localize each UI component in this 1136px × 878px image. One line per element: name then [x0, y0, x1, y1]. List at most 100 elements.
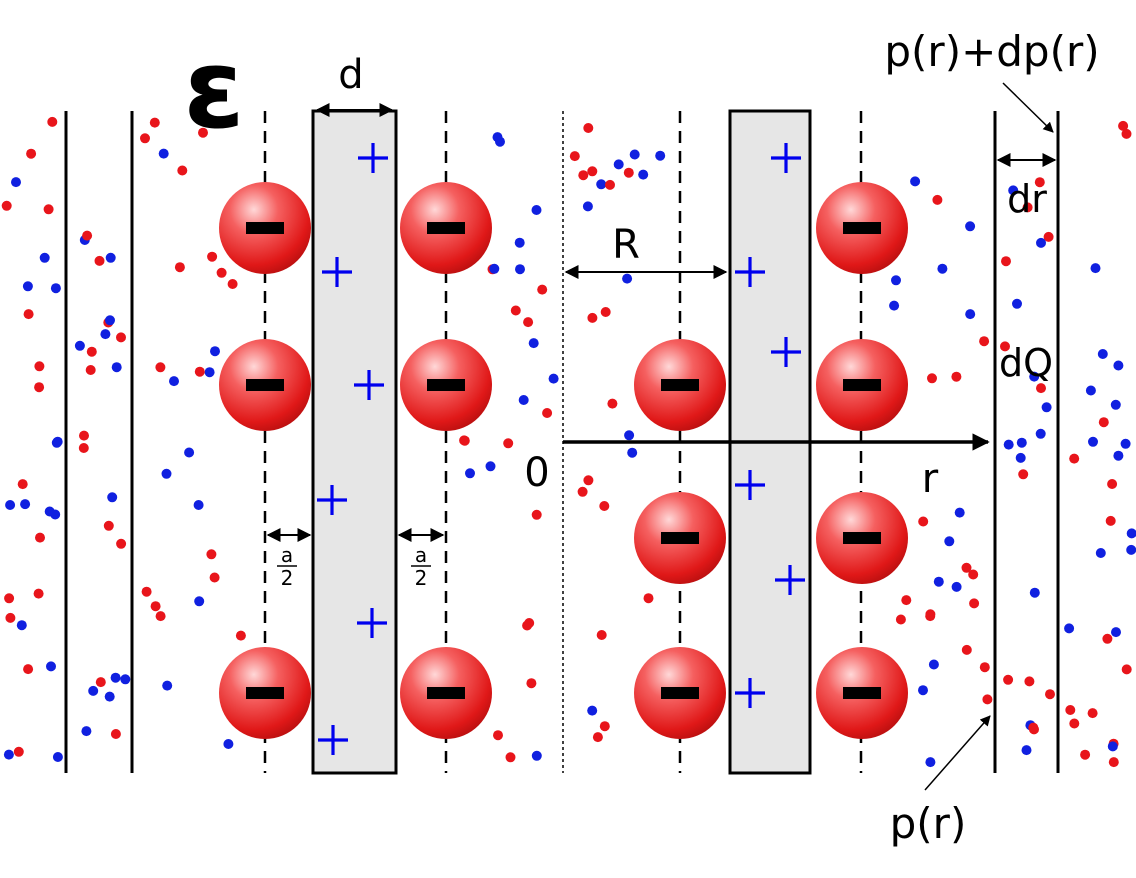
- anion-dot: [927, 373, 937, 384]
- adsorbed-anion: [219, 647, 311, 739]
- cation-dot: [169, 376, 179, 387]
- anion-dot: [43, 204, 54, 215]
- anion-dot: [459, 435, 470, 446]
- anion-dot: [235, 630, 246, 641]
- cation-dot: [162, 680, 173, 691]
- anion-dot: [1034, 177, 1045, 188]
- minus-sign: [427, 379, 465, 391]
- anion-dot: [961, 644, 972, 655]
- anion-dot: [94, 255, 105, 266]
- adsorbed-anion: [634, 647, 726, 739]
- cation-dot: [1035, 428, 1046, 439]
- anion-dot: [155, 611, 166, 622]
- anion-dot: [103, 520, 114, 531]
- cation-dot: [111, 362, 122, 373]
- cation-dot: [100, 329, 111, 340]
- anion-dot: [206, 549, 217, 560]
- cation-dot: [1003, 439, 1014, 450]
- adsorbed-anion: [219, 182, 311, 274]
- anion-dot: [194, 366, 205, 377]
- adsorbed-anion: [816, 647, 908, 739]
- svg-text:a: a: [415, 543, 427, 567]
- cation-dot: [1113, 450, 1124, 461]
- cation-dot: [933, 576, 944, 587]
- anion-dot: [918, 516, 929, 527]
- anion-dot: [141, 586, 152, 597]
- cation-dot: [1029, 371, 1040, 382]
- anion-dot: [1069, 453, 1080, 464]
- minus-sign: [246, 687, 284, 699]
- anion-dot: [1069, 718, 1080, 729]
- minus-sign: [843, 687, 881, 699]
- minus-sign: [427, 687, 465, 699]
- anion-dot: [1087, 708, 1098, 719]
- anion-dot: [577, 486, 588, 497]
- anion-dot: [503, 438, 514, 449]
- anion-dot: [583, 475, 594, 486]
- anion-dot: [216, 267, 227, 278]
- anion-dot: [1065, 705, 1076, 715]
- cation-dot: [465, 468, 475, 479]
- cation-dot: [1036, 237, 1046, 248]
- origin-label: 0: [524, 450, 549, 496]
- anion-dot: [4, 593, 15, 604]
- anion-dot: [979, 662, 990, 673]
- plus-sign: [357, 608, 387, 638]
- anion-dot: [531, 509, 542, 520]
- plus-sign: [771, 143, 801, 173]
- cation-dot: [194, 596, 205, 607]
- anion-dot: [587, 166, 598, 177]
- cation-dot: [44, 506, 55, 517]
- cation-dot: [587, 705, 598, 716]
- minus-sign: [661, 687, 699, 699]
- cation-dot: [489, 263, 500, 274]
- plus-sign: [322, 257, 352, 287]
- minus-sign: [843, 532, 881, 544]
- cation-dot: [1095, 548, 1106, 558]
- anion-dot: [1098, 417, 1109, 428]
- adsorbed-anion: [816, 182, 908, 274]
- anion-dot: [174, 262, 185, 273]
- anion-dot: [600, 307, 611, 317]
- anion-dot: [116, 538, 127, 549]
- anion-dot: [643, 593, 654, 604]
- anion-dot: [951, 371, 962, 382]
- cation-dot: [81, 726, 92, 737]
- anion-dot: [1105, 515, 1116, 526]
- cation-dot: [528, 338, 539, 349]
- anion-dot: [493, 730, 503, 741]
- cation-dot: [161, 468, 172, 479]
- cation-dot: [1029, 587, 1040, 598]
- cation-dot: [1008, 185, 1019, 196]
- anion-dot: [583, 123, 594, 133]
- cation-dot: [46, 661, 56, 672]
- cation-dot: [204, 367, 215, 378]
- anion-dot: [177, 165, 188, 176]
- adsorbed-anion: [400, 182, 492, 274]
- cation-dot: [52, 752, 63, 762]
- cation-dot: [5, 500, 16, 510]
- anion-dot: [1121, 664, 1132, 675]
- anion-dot: [79, 430, 89, 441]
- cation-dot: [1064, 623, 1075, 634]
- cation-dot: [22, 281, 33, 292]
- cation-dot: [120, 674, 131, 685]
- anion-dot: [1118, 120, 1129, 131]
- minus-sign: [661, 379, 699, 391]
- cation-dot: [158, 148, 169, 159]
- dr-label: dr: [1007, 177, 1047, 221]
- anion-dot: [587, 312, 598, 323]
- anion-dot: [34, 382, 45, 393]
- cation-dot: [1015, 452, 1026, 463]
- cation-dot: [622, 273, 633, 284]
- cation-dot: [515, 264, 525, 275]
- anion-dot: [1029, 724, 1039, 735]
- cation-dot: [889, 300, 900, 311]
- cation-dot: [1110, 399, 1121, 410]
- anion-dot: [110, 729, 121, 739]
- anion-dot: [895, 614, 906, 625]
- anion-dot: [979, 336, 990, 347]
- permittivity-label: ε: [183, 25, 244, 153]
- cation-dot: [1113, 360, 1124, 371]
- plus-sign: [317, 485, 347, 515]
